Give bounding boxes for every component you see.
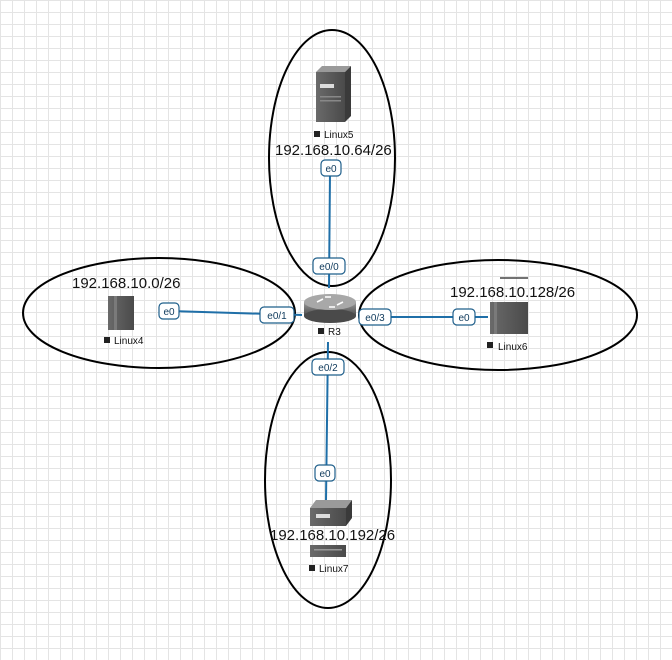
host-icon <box>490 277 528 334</box>
interface-label: e0 <box>163 307 175 318</box>
status-square-icon <box>318 328 324 334</box>
interface-badge-r3-e0-0[interactable]: e0/0 <box>312 257 346 275</box>
subnet-label-bottom: 192.168.10.192/26 <box>270 527 395 544</box>
interface-badge-linux5-e0[interactable]: e0 <box>320 159 342 177</box>
node-label-linux6: Linux6 <box>498 342 528 353</box>
subnet-label-top: 192.168.10.64/26 <box>275 142 392 159</box>
server-icon <box>316 66 351 122</box>
interface-label: e0/2 <box>318 363 338 374</box>
host-icon <box>108 296 134 330</box>
subnet-label-right: 192.168.10.128/26 <box>450 284 575 301</box>
server-icon <box>310 500 352 557</box>
node-linux6[interactable]: Linux6 <box>487 277 528 353</box>
node-r3[interactable]: R3 <box>304 294 356 338</box>
interface-badge-r3-e0-1[interactable]: e0/1 <box>259 306 295 324</box>
node-label-linux5: Linux5 <box>324 130 354 141</box>
node-linux4[interactable]: Linux4 <box>104 296 144 347</box>
router-icon <box>304 294 356 323</box>
subnet-zone-top <box>268 29 396 287</box>
interface-badge-linux4-e0[interactable]: e0 <box>158 302 180 320</box>
status-square-icon <box>104 337 110 343</box>
node-label-linux7: Linux7 <box>319 564 349 575</box>
node-linux5[interactable]: Linux5 <box>314 66 354 141</box>
interface-label: e0/3 <box>365 313 385 324</box>
interface-badge-linux7-e0[interactable]: e0 <box>314 464 336 482</box>
node-label-linux4: Linux4 <box>114 336 144 347</box>
interface-label: e0 <box>319 469 331 480</box>
status-square-icon <box>487 342 493 348</box>
interface-label: e0 <box>325 164 337 175</box>
node-linux7[interactable]: Linux7 <box>309 500 352 575</box>
status-square-icon <box>314 131 320 137</box>
subnet-label-left: 192.168.10.0/26 <box>72 275 180 292</box>
subnet-zone-left <box>22 257 296 369</box>
interface-label: e0 <box>458 313 470 324</box>
status-square-icon <box>309 565 315 571</box>
interface-badge-r3-e0-3[interactable]: e0/3 <box>358 308 392 326</box>
node-label-r3: R3 <box>328 327 341 338</box>
interface-badge-linux6-e0[interactable]: e0 <box>452 308 476 326</box>
interface-label: e0/1 <box>267 311 287 322</box>
interface-label: e0/0 <box>319 262 339 273</box>
interface-badge-r3-e0-2[interactable]: e0/2 <box>311 358 345 376</box>
